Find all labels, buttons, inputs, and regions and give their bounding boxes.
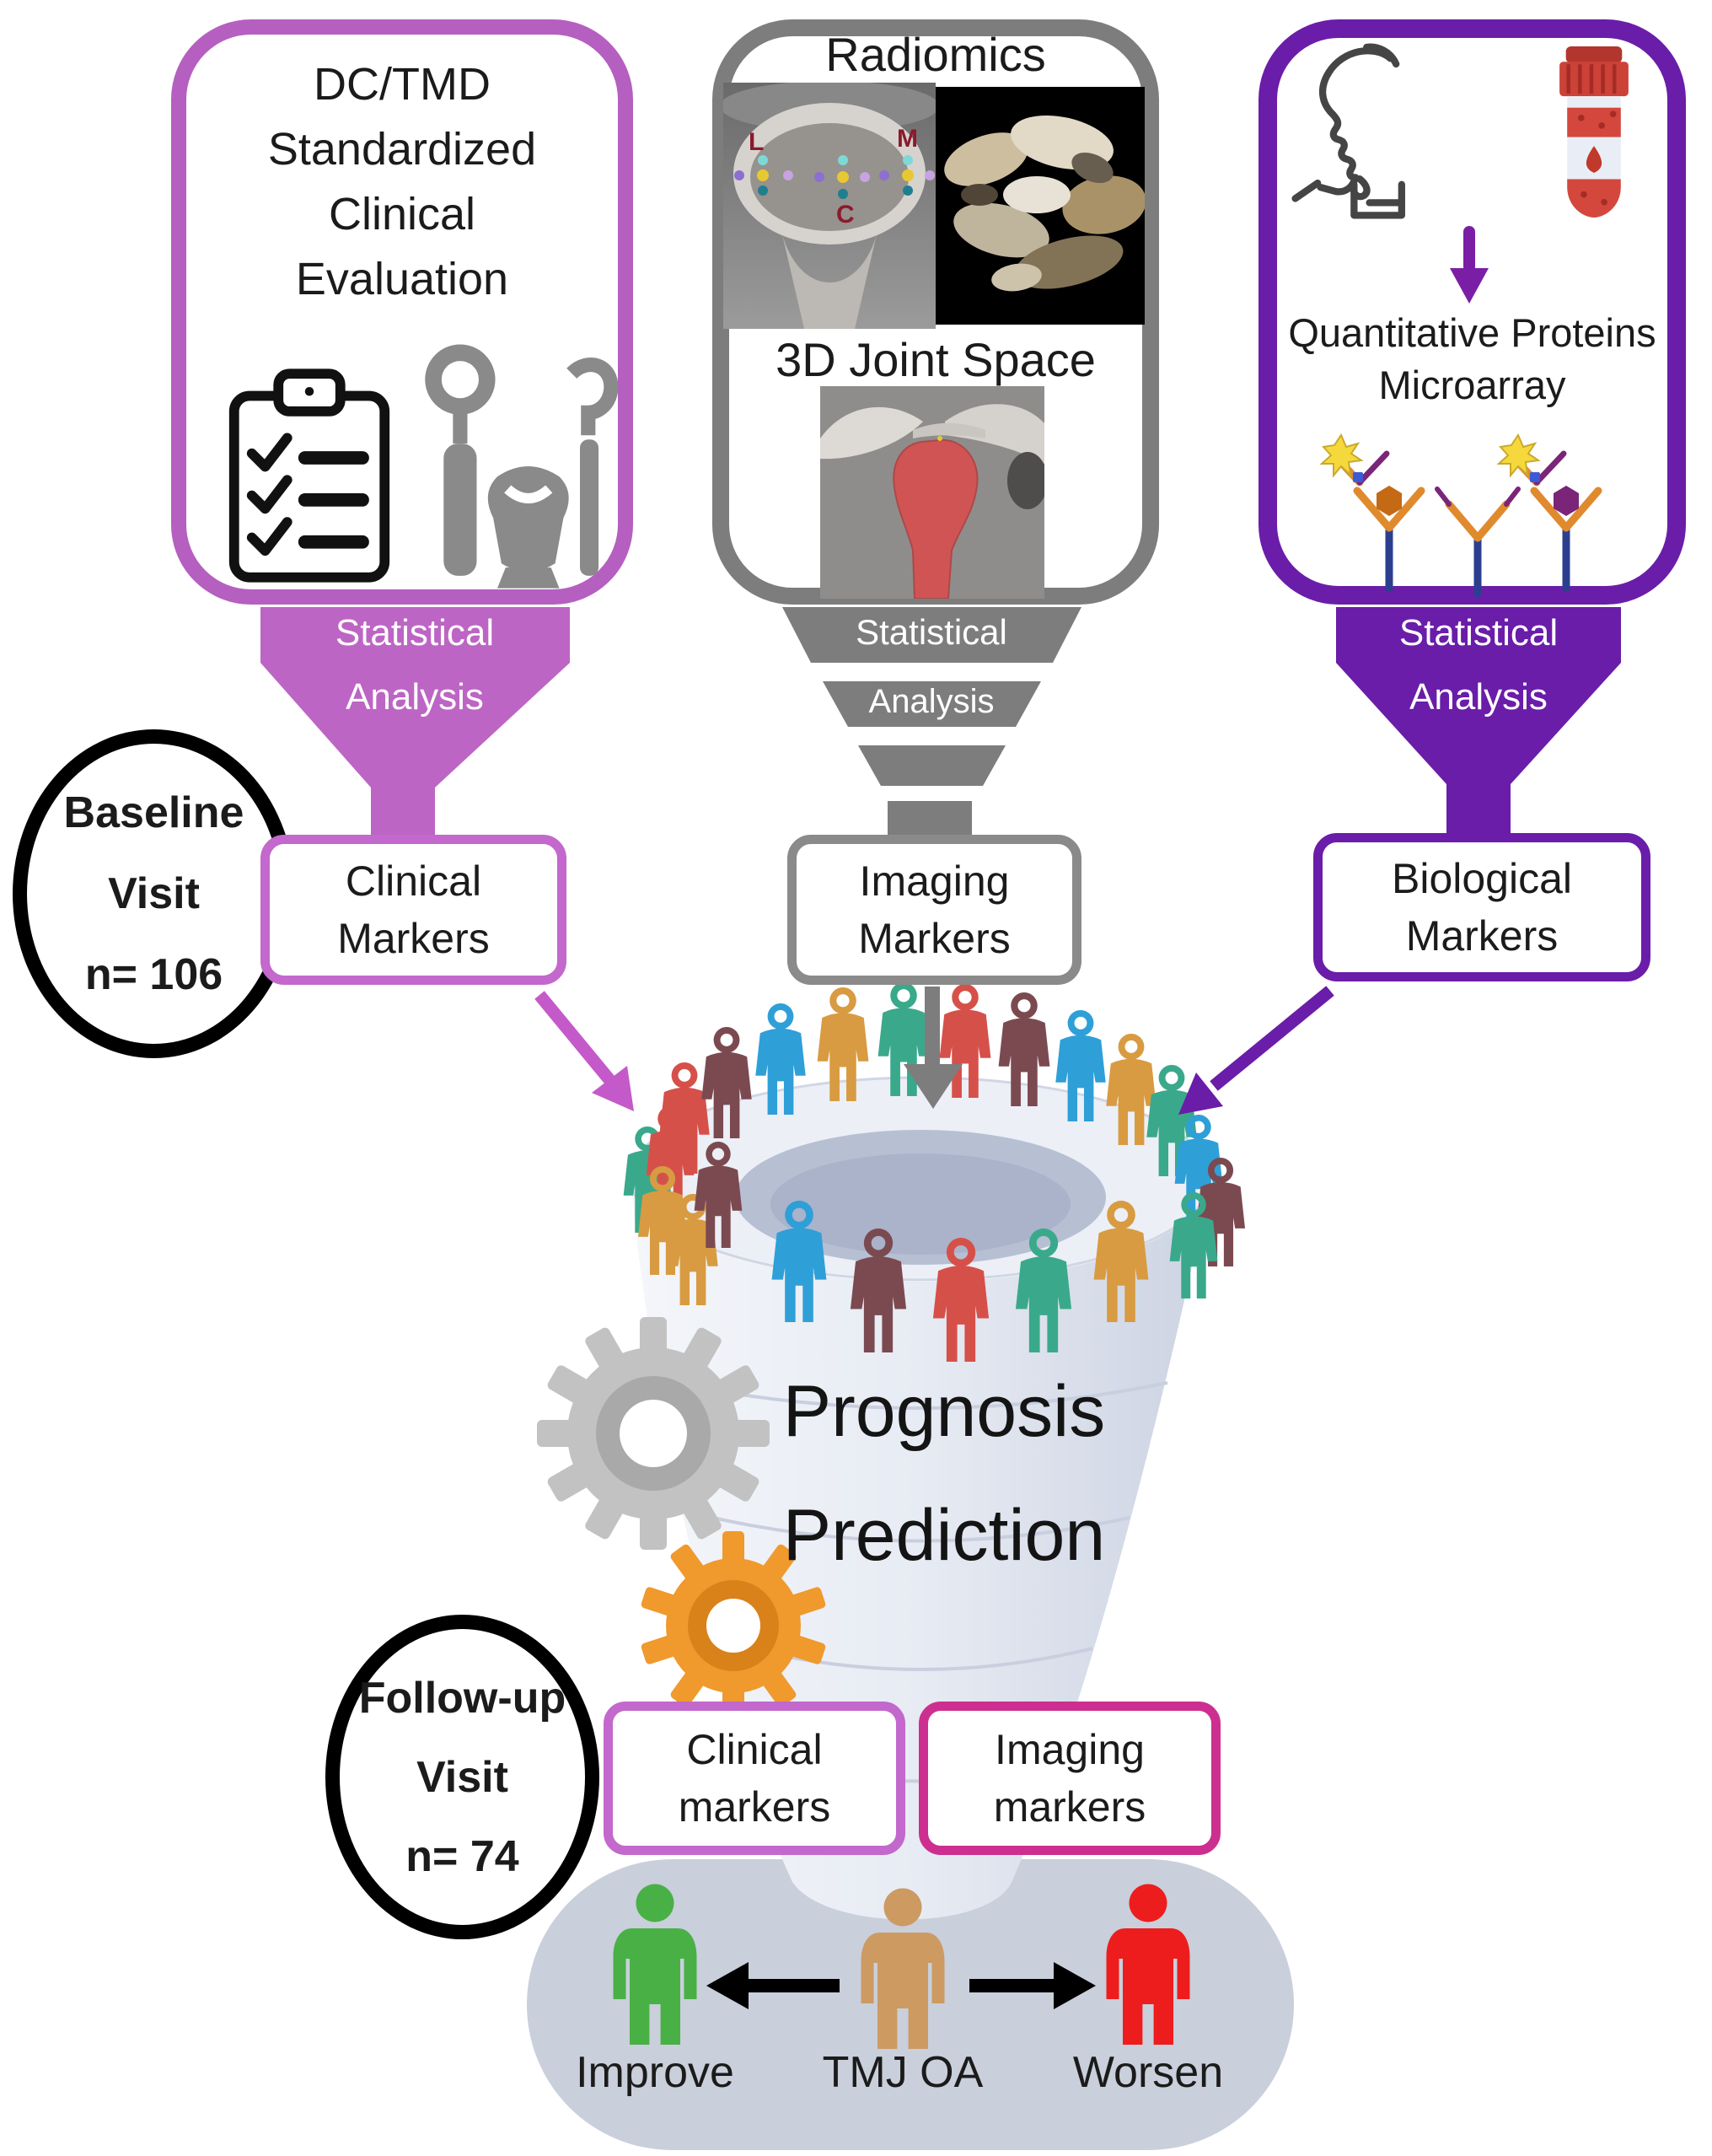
gear-orange-icon [641,1531,826,1720]
marker-line: Imaging [859,858,1010,905]
ct-label-medial: M [897,125,918,153]
ct-label-lateral: L [749,128,765,156]
marker-line: Clinical [345,858,482,905]
clinical-to-cone-arrow [534,991,634,1111]
checklist-clipboard-icon [228,368,390,583]
biological-sampling-panel [1259,19,1686,605]
dental-tools-icon [425,344,619,589]
visit-line: Visit [416,1752,508,1802]
clinical-funnel [260,607,570,847]
worsen-person-icon [1106,1884,1190,2045]
improve-person-icon [613,1884,697,2045]
biological-title: Quantitative Proteins Microarray [1259,307,1686,411]
title-line: Standardized [267,124,537,175]
marker-line: Clinical [686,1726,823,1773]
biological-to-cone-arrow [1178,986,1334,1115]
prediction-text: Prediction [782,1495,1106,1576]
title-line: Quantitative Proteins [1288,310,1656,355]
joint-space-label: 3D Joint Space [775,333,1096,386]
antibody-microarray-icon [1319,433,1602,598]
visit-line: Baseline [63,788,244,837]
imaging-funnel-label1: Statistical [856,612,1007,652]
title-line: Evaluation [295,254,509,304]
ct-condyle-image [723,83,936,329]
imaging-markers-box: Imaging Markers [787,835,1081,985]
blood-tube-icon [1559,46,1629,218]
improve-arrow [706,1962,840,2009]
marker-line: markers [993,1783,1146,1831]
visit-line: Visit [108,869,200,918]
followup-visit-badge: Follow-up Visit n= 74 [325,1615,599,1939]
baseline-visit-badge: Baseline Visit n= 106 [13,729,295,1058]
marker-line: markers [678,1783,831,1831]
imaging-funnel [782,607,1081,853]
worsen-label: Worsen [1072,2048,1224,2097]
ct-label-central: C [836,201,855,229]
marker-line: Markers [1405,912,1559,960]
imaging-funnel-label2: Analysis [868,683,995,720]
saliva-collection-icon [1291,43,1405,219]
biological-funnel-label2: Analysis [1409,676,1548,718]
followup-imaging-markers-box: Imaging markers [919,1702,1221,1855]
biological-funnel [1336,607,1621,843]
visit-line: Follow-up [358,1673,566,1723]
prognosis-text: Prognosis [782,1371,1106,1452]
marker-line: Markers [337,915,490,962]
followup-clinical-markers-box: Clinical markers [604,1702,905,1855]
biological-funnel-label1: Statistical [1398,612,1559,653]
radiomics-title: Radiomics [825,28,1046,81]
clinical-funnel-label2: Analysis [346,676,484,718]
down-arrow-icon [1450,226,1489,304]
gear-gray-icon [537,1317,770,1550]
biological-markers-box: Biological Markers [1313,833,1650,981]
segmented-condyle-image [820,386,1044,599]
tmjoa-label: TMJ OA [822,2048,984,2097]
clinical-funnel-label1: Statistical [335,612,495,653]
imaging-to-cone-arrow [904,987,963,1109]
improve-label: Improve [576,2048,734,2097]
worsen-arrow [969,1962,1096,2009]
title-line: Clinical [328,189,476,239]
trabecular-bone-3d-image [936,87,1145,325]
visit-line: n= 106 [84,950,223,999]
clinical-evaluation-title: DC/TMD Standardized Clinical Evaluation [171,52,633,312]
marker-line: Biological [1391,855,1572,902]
title-line: Microarray [1378,363,1566,407]
marker-line: Imaging [995,1726,1145,1773]
clinical-markers-box: Clinical Markers [260,835,566,985]
title-line: DC/TMD [314,59,491,110]
marker-line: Markers [858,915,1011,962]
visit-line: n= 74 [405,1831,519,1881]
